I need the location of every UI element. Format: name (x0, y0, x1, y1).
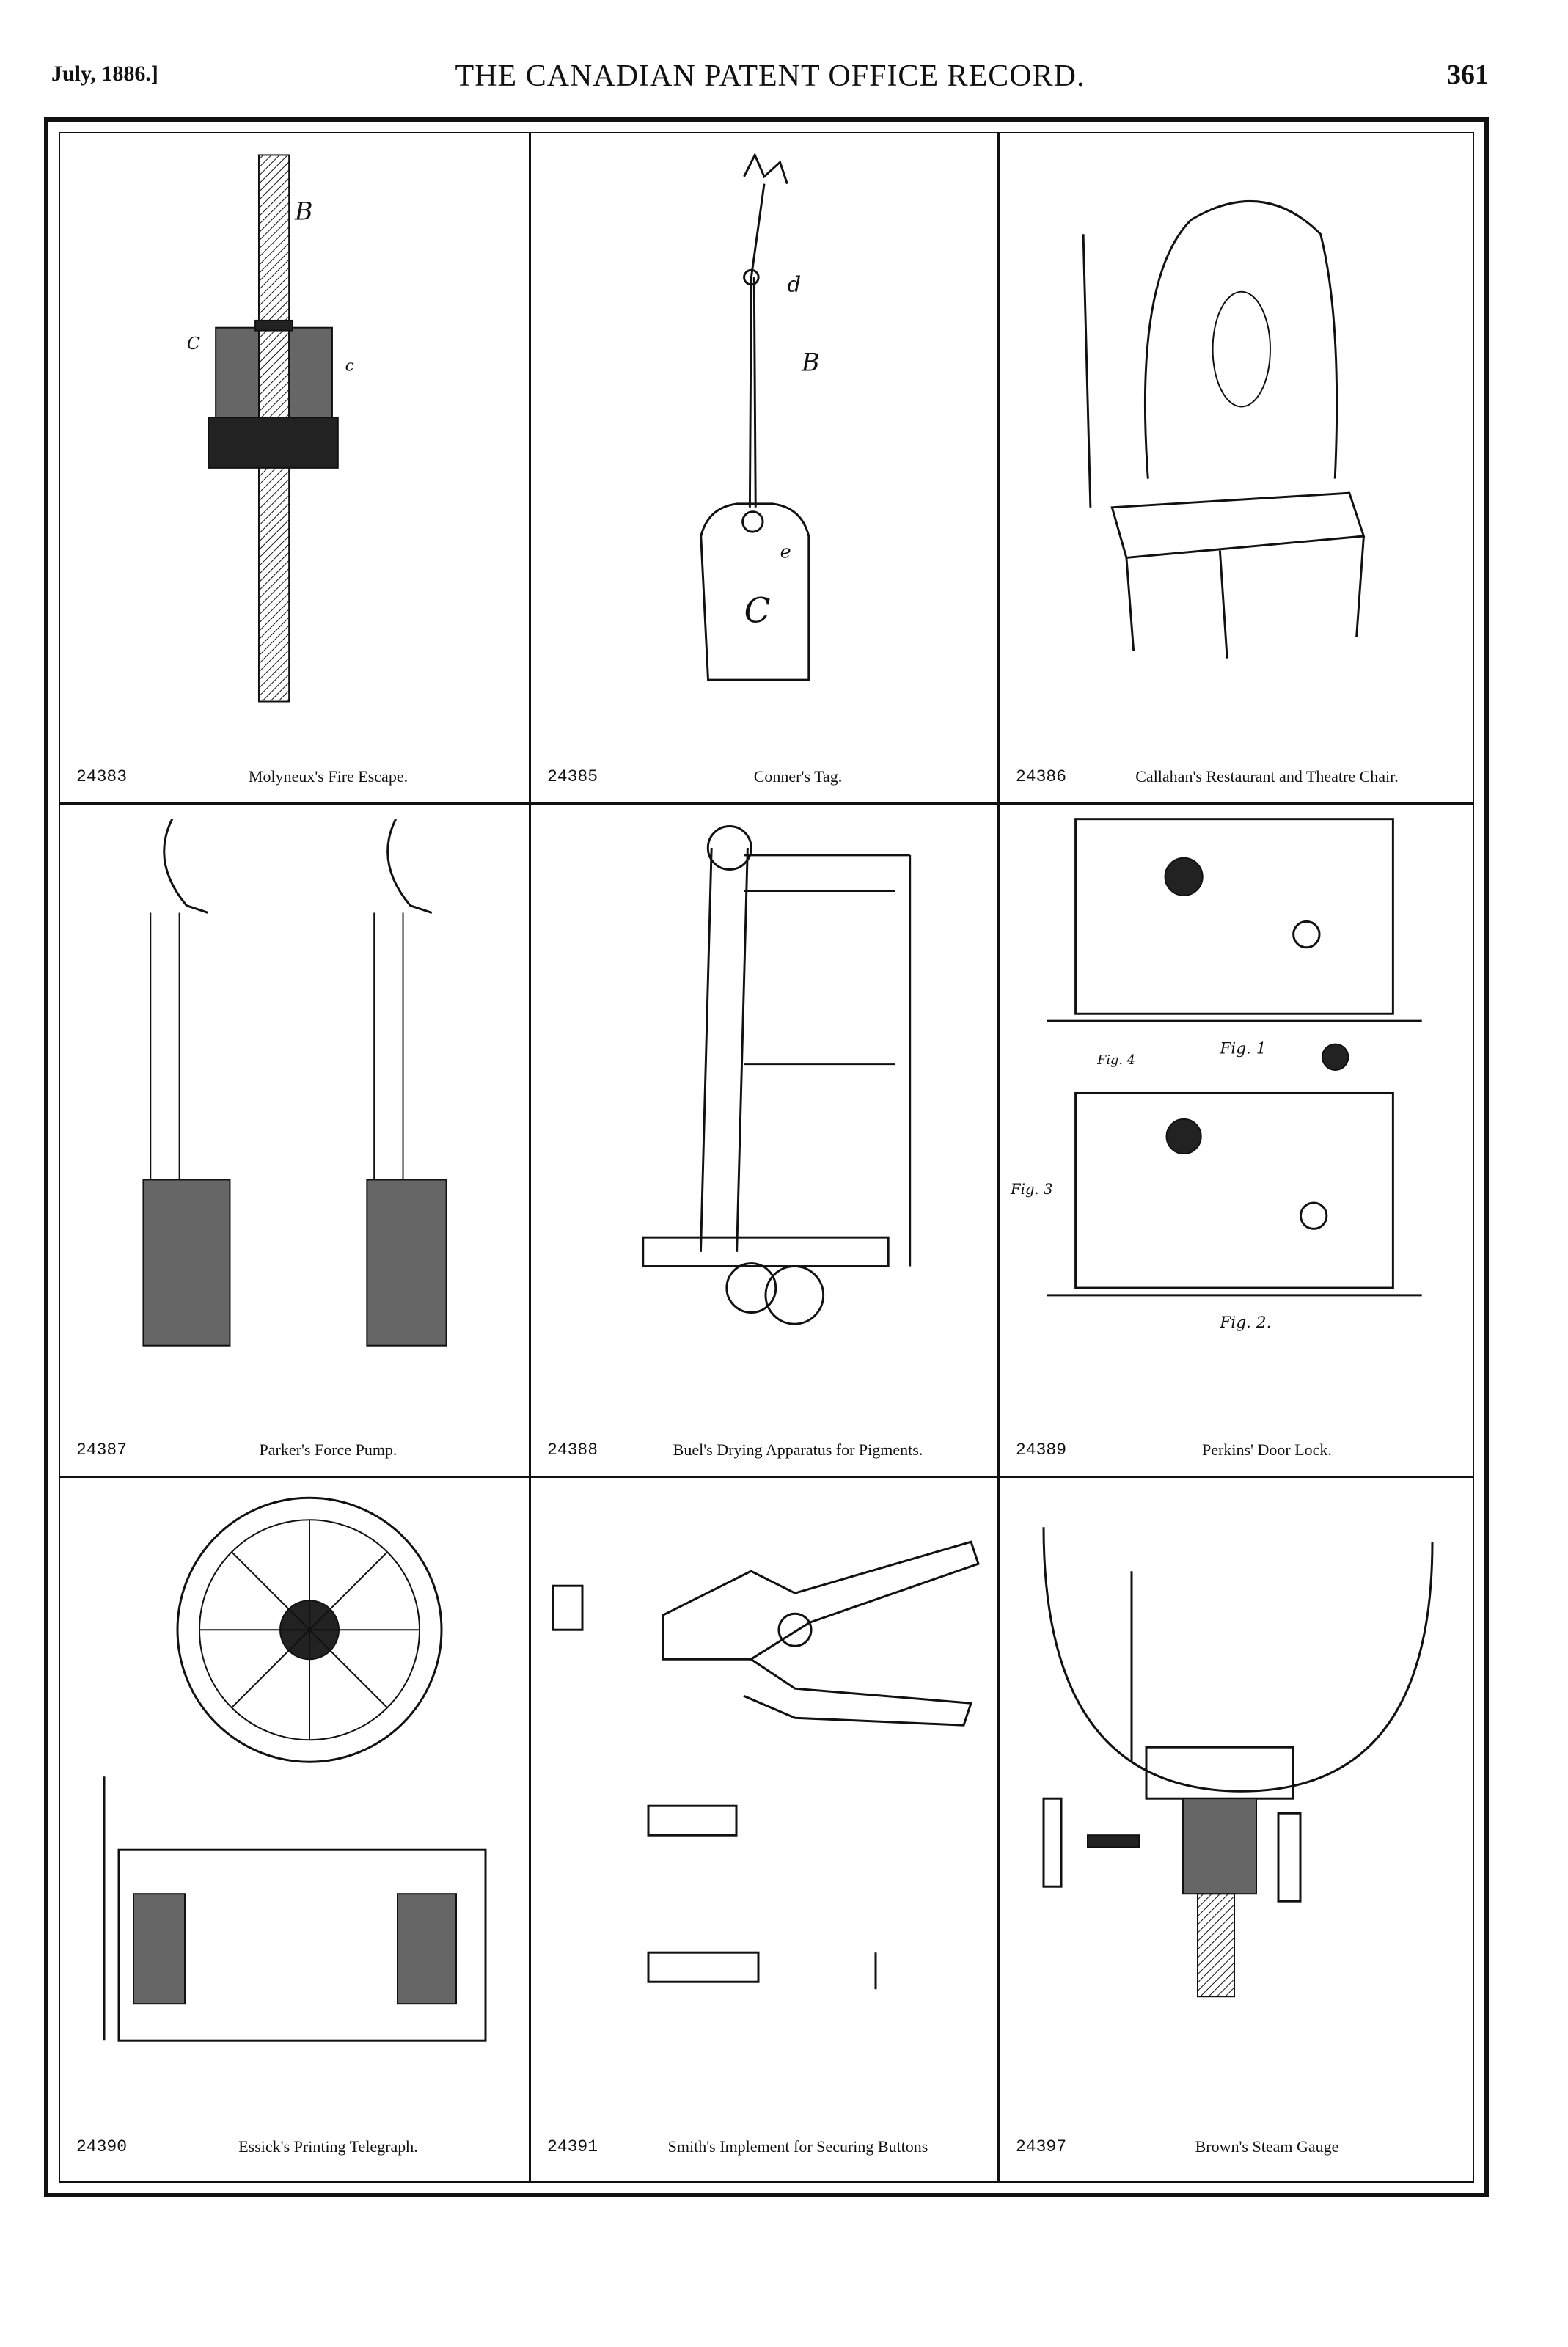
patent-title: Parker's Force Pump. (259, 1440, 398, 1459)
figure-label: Fig. 4 (1096, 1053, 1135, 1068)
patent-plate-frame: B C c 24383 Molyneux's Fire Escape. C d … (44, 117, 1489, 2197)
patent-plate-grid: B C c 24383 Molyneux's Fire Escape. C d … (59, 132, 1474, 2183)
steam-gauge-drawing (1042, 1527, 1434, 1998)
patent-number: 24383 (76, 767, 128, 786)
patent-caption: 24388 Buel's Drying Apparatus for Pigmen… (547, 1433, 990, 1460)
svg-text:c: c (345, 357, 354, 376)
figure-label: Fig. 1 (1219, 1039, 1266, 1058)
header-title: THE CANADIAN PATENT OFFICE RECORD. (455, 59, 1085, 93)
patent-cell: Fig. 2. 24386 Callahan's Restaurant and … (1000, 133, 1467, 802)
figure-label: Fig. 3 (1010, 1181, 1053, 1198)
patent-caption: 24385 Conner's Tag. (547, 760, 990, 786)
patent-cell: 24390 Essick's Printing Telegraph. (60, 1478, 529, 2172)
svg-text:B: B (801, 348, 820, 377)
figure-label: Fig. 2. (1219, 1314, 1271, 1332)
grid-divider (997, 133, 1000, 2181)
patent-number: 24388 (547, 1440, 598, 1460)
patent-caption: 24391 Smith's Implement for Securing But… (547, 2130, 990, 2156)
patent-cell: 24387 Parker's Force Pump. (60, 805, 529, 1476)
patent-cell: C d B e 24385 Conner's Tag. (531, 133, 997, 802)
force-pump-drawing (142, 819, 447, 1347)
grid-divider (529, 133, 531, 2181)
patent-caption: 24397 Brown's Steam Gauge (1016, 2130, 1459, 2156)
patent-number: 24397 (1016, 2137, 1067, 2156)
patent-cell: 24388 Buel's Drying Apparatus for Pigmen… (531, 805, 997, 1476)
svg-text:C: C (744, 591, 771, 631)
patent-caption: 24390 Essick's Printing Telegraph. (76, 2130, 521, 2156)
drying-apparatus-drawing (642, 825, 912, 1325)
fire-escape-drawing: B C c (187, 154, 354, 703)
patent-title: Molyneux's Fire Escape. (248, 767, 409, 786)
grid-divider (60, 1476, 1473, 1478)
patent-number: 24389 (1016, 1440, 1067, 1460)
patent-number: 24387 (76, 1440, 128, 1460)
page-number: 361 (1447, 59, 1489, 90)
chair-drawing: Fig. 2. (1082, 200, 1366, 659)
patent-caption: 24387 Parker's Force Pump. (76, 1433, 521, 1460)
page-header: July, 1886.] THE CANADIAN PATENT OFFICE … (51, 59, 1489, 103)
svg-text:e: e (780, 541, 791, 563)
patent-cell: 24397 Brown's Steam Gauge (1000, 1478, 1467, 2172)
patent-title: Smith's Implement for Securing Buttons (667, 2137, 928, 2156)
patent-number: 24390 (76, 2137, 128, 2156)
header-date: July, 1886.] (51, 62, 158, 86)
grid-divider (60, 802, 1473, 805)
patent-title: Buel's Drying Apparatus for Pigments. (673, 1440, 923, 1459)
tag-drawing: C d B e (700, 152, 820, 681)
svg-text:B: B (294, 197, 313, 226)
patent-cell: Fig. 1 Fig. 4 Fig. 3 Fig. 2. 24389 Perki… (1000, 805, 1467, 1476)
patent-cell: B C c 24383 Molyneux's Fire Escape. (60, 133, 529, 802)
patent-number: 24386 (1016, 767, 1067, 786)
printing-telegraph-drawing (103, 1496, 487, 2042)
patent-title: Essick's Printing Telegraph. (238, 2137, 418, 2156)
patent-title: Brown's Steam Gauge (1195, 2137, 1339, 2156)
patent-caption: 24383 Molyneux's Fire Escape. (76, 760, 521, 786)
patent-caption: 24386 Callahan's Restaurant and Theatre … (1016, 760, 1459, 786)
patent-caption: 24389 Perkins' Door Lock. (1016, 1433, 1459, 1460)
button-implement-drawing (552, 1540, 980, 1990)
svg-text:d: d (787, 272, 801, 297)
patent-title: Conner's Tag. (753, 767, 843, 786)
patent-title: Callahan's Restaurant and Theatre Chair. (1135, 767, 1399, 786)
patent-cell: 24391 Smith's Implement for Securing But… (531, 1478, 997, 2172)
patent-number: 24391 (547, 2137, 598, 2156)
door-lock-drawing: Fig. 1 Fig. 4 Fig. 3 Fig. 2. (1010, 818, 1422, 1332)
svg-text:C: C (187, 333, 200, 354)
patent-title: Perkins' Door Lock. (1202, 1440, 1332, 1459)
patent-number: 24385 (547, 767, 598, 786)
